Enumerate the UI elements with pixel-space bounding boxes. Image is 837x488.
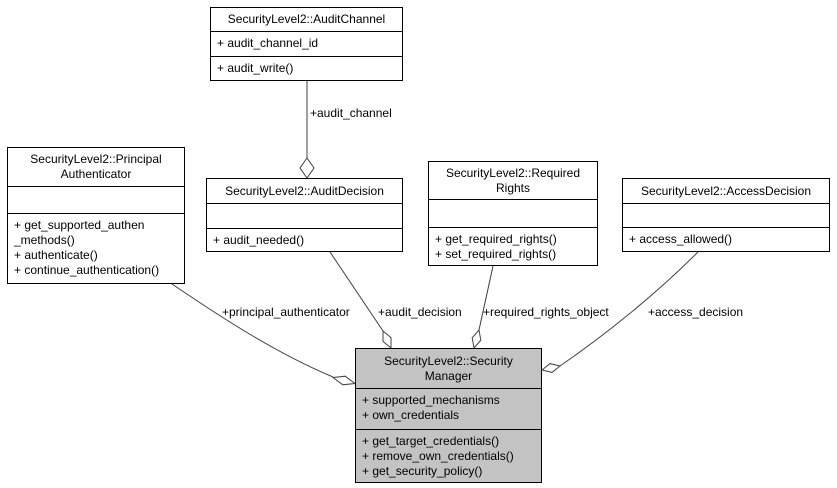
aggregation-diamond-principal-authenticator	[331, 375, 357, 386]
class-attributes	[623, 203, 829, 227]
class-title: SecurityLevel2::Principal Authenticator	[30, 152, 162, 181]
class-methods: + get_target_credentials() + remove_own_…	[356, 429, 541, 482]
method-item: + get_supported_authen _methods()	[14, 218, 145, 247]
method-item: + get_security_policy()	[362, 464, 483, 478]
attribute-item: + supported_mechanisms	[362, 393, 500, 407]
association-line-principal-authenticator	[171, 283, 334, 378]
method-item: + remove_own_credentials()	[362, 449, 514, 463]
method-item: + authenticate()	[14, 248, 98, 262]
class-box-audit-channel[interactable]: SecurityLevel2::AuditChannel + audit_cha…	[210, 7, 403, 81]
class-attributes	[8, 186, 184, 213]
class-title: SecurityLevel2::AuditChannel	[227, 12, 386, 26]
class-methods: + access_allowed()	[623, 227, 829, 251]
method-item: + audit_write()	[217, 61, 294, 75]
class-title: SecurityLevel2::AccessDecision	[640, 183, 812, 198]
class-methods: + audit_write()	[211, 56, 402, 80]
class-title: SecurityLevel2::Security Manager	[384, 353, 513, 383]
edge-label-principal-authenticator: +principal_authenticator	[222, 305, 350, 319]
aggregation-diamond-audit-channel	[299, 157, 315, 179]
association-line-audit-decision	[329, 251, 384, 332]
association-line-required-rights	[478, 265, 494, 331]
edge-label-audit-channel: +audit_channel	[310, 106, 392, 120]
method-item: + set_required_rights()	[435, 247, 557, 261]
method-item: + get_required_rights()	[435, 232, 557, 246]
method-item: + get_target_credentials()	[362, 434, 500, 448]
class-methods: + get_supported_authen _methods() + auth…	[8, 213, 184, 283]
class-attributes: + audit_channel_id	[211, 31, 402, 56]
class-methods: + get_required_rights() + set_required_r…	[429, 227, 597, 265]
aggregation-diamond-access-decision	[540, 363, 562, 373]
class-attributes	[429, 199, 597, 227]
attribute-item: + audit_channel_id	[217, 36, 319, 50]
edge-label-audit-decision: +audit_decision	[378, 305, 462, 319]
class-box-security-manager: SecurityLevel2::Security Manager + suppo…	[355, 348, 542, 483]
class-box-audit-decision[interactable]: SecurityLevel2::AuditDecision + audit_ne…	[206, 178, 403, 252]
class-attributes: + supported_mechanisms + own_credentials	[356, 388, 541, 429]
method-item: + access_allowed()	[629, 232, 733, 246]
class-box-required-rights[interactable]: SecurityLevel2::Required Rights + get_re…	[428, 161, 598, 266]
edge-label-required-rights-object: +required_rights_object	[483, 305, 609, 319]
attribute-item: + own_credentials	[362, 408, 460, 422]
edge-label-access-decision: +access_decision	[648, 305, 744, 319]
aggregation-diamond-required-rights	[471, 328, 482, 350]
class-title: SecurityLevel2::Required Rights	[445, 165, 581, 195]
class-methods: + audit_needed()	[207, 228, 402, 251]
class-attributes	[207, 203, 402, 228]
aggregation-diamond-audit-decision	[382, 329, 392, 350]
class-box-principal-authenticator[interactable]: SecurityLevel2::Principal Authenticator …	[7, 147, 185, 284]
class-box-access-decision[interactable]: SecurityLevel2::AccessDecision + access_…	[622, 178, 830, 252]
method-item: + audit_needed()	[213, 233, 305, 247]
class-title: SecurityLevel2::AuditDecision	[225, 183, 384, 198]
method-item: + continue_authentication()	[14, 263, 160, 277]
